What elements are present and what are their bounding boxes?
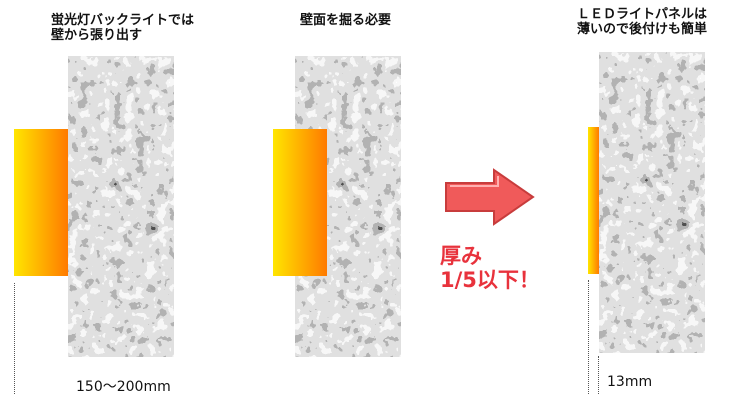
wall-granite-3 [599,52,705,353]
caption-fluorescent-line1: 蛍光灯バックライトでは [51,13,195,28]
thickness-highlight: 厚み 1/5以下！ [440,244,540,292]
recessed-panel [273,129,327,276]
dimension-fluorescent: 150～200mm [76,379,171,395]
dimension-line-led-right [598,356,599,394]
dimension-line-fluorescent [14,283,15,394]
right-arrow-icon [445,168,535,226]
highlight-line2: 1/5以下！ [440,268,540,292]
caption-fluorescent: 蛍光灯バックライトでは 壁から張り出す [51,13,194,43]
caption-recess-line1: 壁面を掘る必要 [300,13,392,28]
dimension-led: 13mm [607,374,653,390]
caption-led-line2: 薄いので後付けも簡単 [577,22,708,37]
caption-recess: 壁面を掘る必要 [300,13,391,28]
dimension-line-led-left [588,280,589,394]
caption-led-line1: ＬＥＤライトパネルは [577,7,708,22]
led-panel [588,127,599,274]
fluorescent-panel [14,129,68,276]
caption-fluorescent-line2: 壁から張り出す [51,28,143,43]
wall-granite-1 [68,56,174,357]
highlight-line1: 厚み [440,244,482,268]
caption-led: ＬＥＤライトパネルは 薄いので後付けも簡単 [577,7,707,37]
